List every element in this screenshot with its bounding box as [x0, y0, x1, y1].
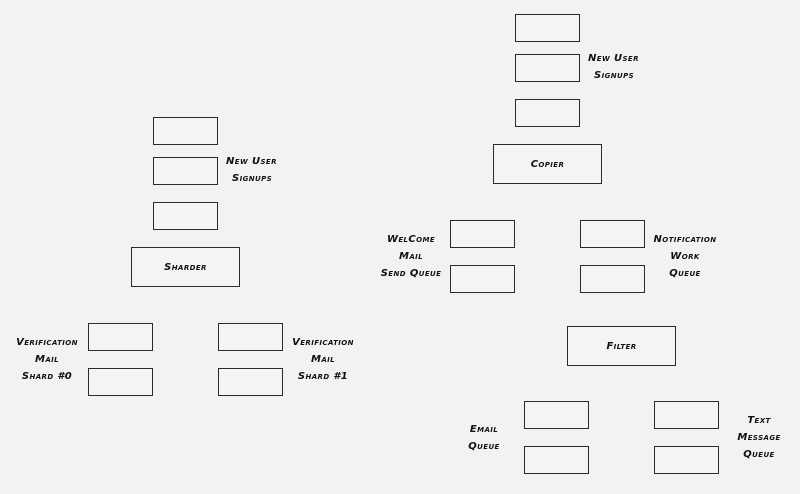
- text-message-queue-label: Text Message Queue: [737, 415, 781, 460]
- shard1-label: Verification Mail Shard #1: [292, 337, 354, 382]
- left-signup-queue-slot-3: [153, 202, 218, 230]
- copier-label: Copier: [530, 158, 565, 170]
- welcome-queue-slot-1: [450, 220, 515, 248]
- text-queue-slot-1: [654, 401, 719, 429]
- left-signup-queue-slot-2: [153, 157, 218, 185]
- right-signup-queue-slot-1: [515, 14, 580, 42]
- email-queue-label: Email Queue: [468, 424, 500, 452]
- email-queue-slot-1: [524, 401, 589, 429]
- shard1-queue-slot-2: [218, 368, 283, 396]
- left-signups-label: New User Signups: [226, 156, 277, 184]
- shard0-label: Verification Mail Shard #0: [16, 337, 78, 382]
- filter-label: Filter: [606, 340, 637, 352]
- shard0-queue-slot-2: [88, 368, 153, 396]
- text-queue-slot-2: [654, 446, 719, 474]
- welcome-queue-label: WelCome Mail Send Queue: [380, 234, 442, 279]
- sharder-node: Sharder: [131, 247, 240, 287]
- right-signup-queue-slot-3: [515, 99, 580, 127]
- welcome-queue-slot-2: [450, 265, 515, 293]
- left-signup-queue-slot-1: [153, 117, 218, 145]
- sharder-label: Sharder: [164, 261, 207, 273]
- right-signups-label: New User Signups: [588, 53, 639, 81]
- notification-queue-slot-1: [580, 220, 645, 248]
- right-signup-queue-slot-2: [515, 54, 580, 82]
- email-queue-slot-2: [524, 446, 589, 474]
- notification-queue-label: Notification Work Queue: [653, 234, 717, 279]
- filter-node: Filter: [567, 326, 676, 366]
- shard0-queue-slot-1: [88, 323, 153, 351]
- shard1-queue-slot-1: [218, 323, 283, 351]
- notification-queue-slot-2: [580, 265, 645, 293]
- copier-node: Copier: [493, 144, 602, 184]
